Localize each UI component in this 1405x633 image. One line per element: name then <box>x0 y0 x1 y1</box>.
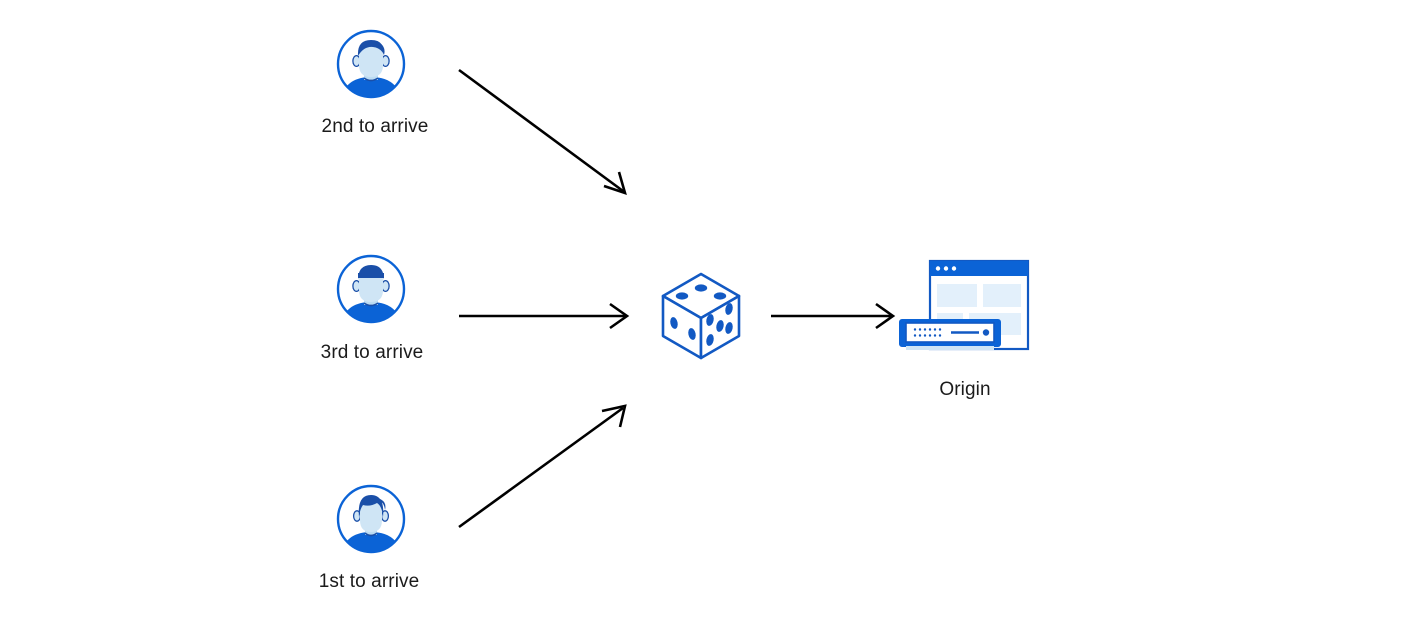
server-device <box>899 319 1001 350</box>
user-avatar-icon <box>336 254 406 324</box>
client-label-1st: 1st to arrive <box>318 571 420 592</box>
client-label-2nd: 2nd to arrive <box>321 116 429 137</box>
user-avatar-icon <box>336 484 406 554</box>
browser-window-server-icon <box>899 259 1030 351</box>
arrow-3rd-to-dice <box>459 302 630 330</box>
arrow-dice-to-origin <box>771 302 896 330</box>
dice-icon <box>661 272 741 360</box>
user-avatar-icon <box>336 29 406 99</box>
arrow-1st-to-dice <box>458 404 627 529</box>
client-label-3rd: 3rd to arrive <box>320 342 424 363</box>
origin-label: Origin <box>939 379 991 400</box>
